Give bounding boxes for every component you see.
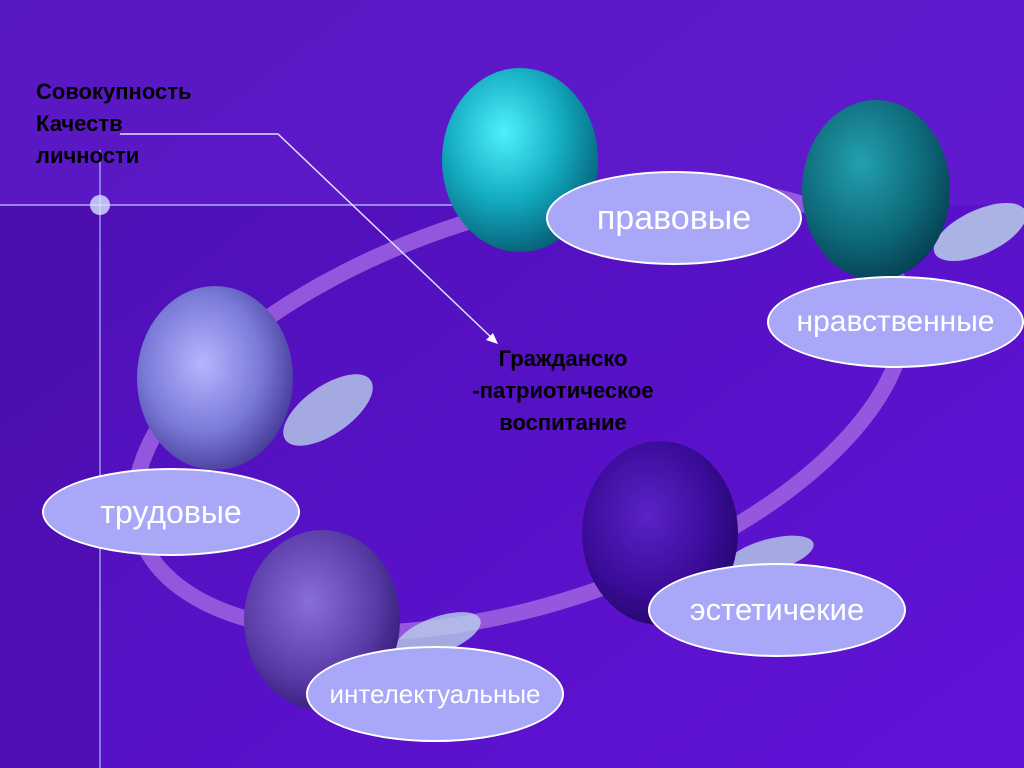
- qualities-caption-line: Качеств: [36, 111, 123, 136]
- connector-line: [120, 133, 495, 341]
- sphere-shadow: [283, 374, 373, 446]
- quality-label-nravstvennye: нравственные: [767, 276, 1024, 368]
- qualities-caption-line: Совокупность: [36, 79, 192, 104]
- flare-glow: [90, 195, 110, 215]
- sphere-shadow: [933, 202, 1024, 262]
- quality-label-pravovye: правовые: [546, 171, 802, 265]
- center-caption: Гражданско -патриотическое воспитание: [410, 343, 716, 439]
- quality-label-esteticheskie: эстетичекие: [648, 563, 906, 657]
- qualities-caption-line: личности: [36, 143, 140, 168]
- qualities-caption: Совокупность Качеств личности: [36, 76, 192, 172]
- quality-label-text: нравственные: [796, 305, 995, 338]
- quality-label-intelektualnye: интелектуальные: [306, 646, 564, 742]
- sphere-nravstvennye: [802, 100, 950, 280]
- sphere-trudovye: [137, 286, 293, 470]
- connector-arrowhead: [486, 333, 498, 344]
- quality-label-text: эстетичекие: [689, 592, 865, 627]
- quality-label-trudovye: трудовые: [42, 468, 300, 556]
- quality-label-text: трудовые: [100, 493, 242, 530]
- center-caption-line: воспитание: [499, 410, 627, 435]
- quality-label-text: интелектуальные: [329, 678, 541, 709]
- quality-label-text: правовые: [596, 198, 752, 237]
- center-caption-line: -патриотическое: [472, 378, 654, 403]
- center-caption-line: Гражданско: [498, 346, 628, 371]
